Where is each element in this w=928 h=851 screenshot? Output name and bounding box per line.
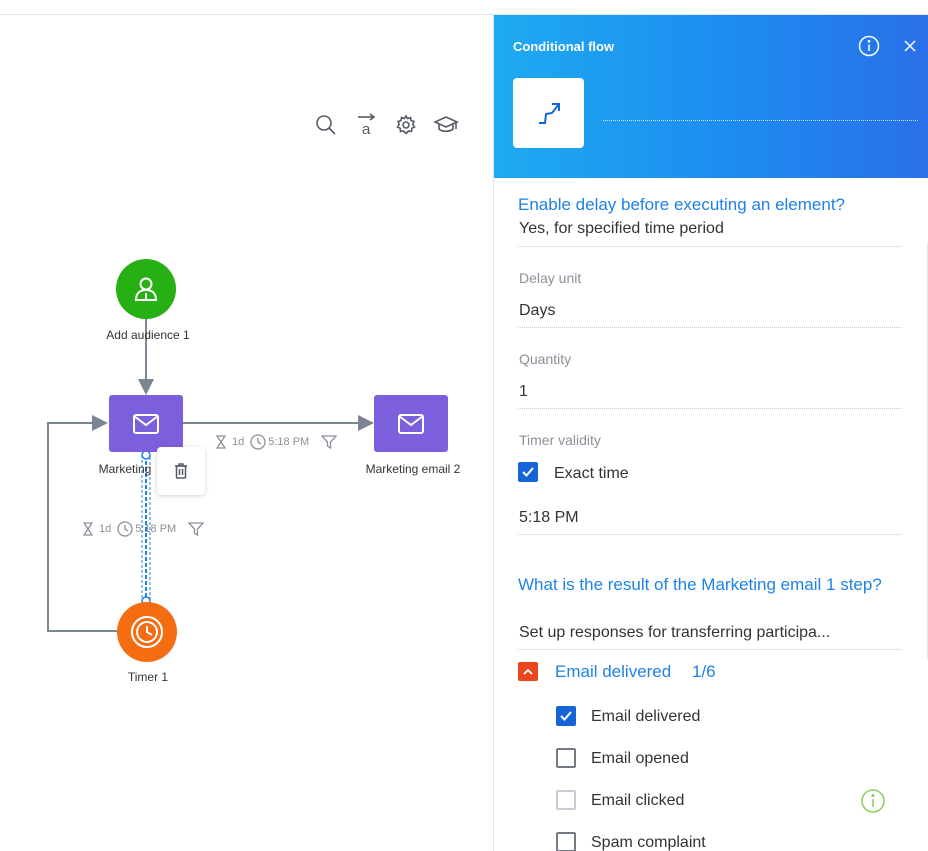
field-divider xyxy=(518,534,901,535)
timer-label: Timer 1 xyxy=(127,670,169,684)
chevron-up-icon xyxy=(523,668,533,675)
edge-delay-value: 1d xyxy=(99,523,112,535)
info-icon[interactable] xyxy=(858,35,880,57)
gear-icon[interactable] xyxy=(392,111,420,139)
field-divider xyxy=(518,327,901,328)
filter-icon xyxy=(321,435,338,449)
marketing-email-1-node[interactable] xyxy=(109,395,183,452)
quantity-input[interactable]: 1 xyxy=(519,383,528,400)
time-input[interactable]: 5:18 PM xyxy=(519,509,579,526)
flow-connectors xyxy=(47,317,374,632)
clock-small-icon xyxy=(250,434,266,450)
marketing-email-2-label: Marketing email 2 xyxy=(365,462,461,476)
hourglass-icon xyxy=(83,522,93,536)
clock-icon xyxy=(131,616,163,648)
responses-select[interactable]: Set up responses for transferring partic… xyxy=(519,624,831,641)
field-divider xyxy=(518,408,901,409)
sort-alpha-icon[interactable]: a xyxy=(352,111,380,139)
close-icon[interactable] xyxy=(899,35,921,57)
add-audience-label: Add audience 1 xyxy=(106,328,190,342)
response-checkbox-opened[interactable] xyxy=(556,748,576,768)
panel-title: Conditional flow xyxy=(513,39,615,54)
response-label-spam: Spam complaint xyxy=(591,834,706,851)
hourglass-icon xyxy=(216,435,226,449)
marketing-email-2-node[interactable] xyxy=(374,395,448,452)
edge-delay-info[interactable]: 1d 5:18 PM xyxy=(216,434,338,450)
timer-node[interactable] xyxy=(117,602,177,662)
result-question: What is the result of the Marketing emai… xyxy=(518,575,882,594)
response-checkbox-delivered[interactable] xyxy=(556,706,576,726)
delay-unit-label: Delay unit xyxy=(519,270,582,286)
edge-time-value: 5:18 PM xyxy=(135,523,177,535)
graduation-cap-icon[interactable] xyxy=(432,111,460,139)
element-icon-box xyxy=(513,78,584,148)
envelope-icon xyxy=(398,413,424,434)
audience-user-icon xyxy=(134,277,158,301)
envelope-icon xyxy=(133,413,159,434)
exact-time-checkbox[interactable] xyxy=(518,462,538,482)
element-name-field[interactable] xyxy=(603,120,918,121)
delay-unit-select[interactable]: Days xyxy=(519,302,556,319)
response-label-clicked: Email clicked xyxy=(591,792,685,809)
checkmark-icon xyxy=(560,711,572,721)
group-title[interactable]: Email delivered xyxy=(555,662,672,681)
response-checkbox-spam[interactable] xyxy=(556,832,576,851)
conditional-flow-arrow-icon xyxy=(538,103,560,124)
search-icon[interactable] xyxy=(312,111,340,139)
group-collapse-button[interactable] xyxy=(518,662,538,681)
filter-icon xyxy=(188,522,205,536)
edge-delay-value: 1d xyxy=(232,436,245,448)
field-divider xyxy=(518,246,901,247)
checkmark-icon xyxy=(522,467,534,477)
exact-time-label: Exact time xyxy=(554,465,629,482)
response-checkbox-clicked[interactable] xyxy=(556,790,576,810)
edge-delay-info[interactable]: 1d 5:18 PM xyxy=(83,521,205,537)
delay-option-select[interactable]: Yes, for specified time period xyxy=(519,220,724,237)
response-label-delivered: Email delivered xyxy=(591,708,701,725)
group-count: 1/6 xyxy=(692,662,716,681)
svg-text:a: a xyxy=(362,121,371,137)
properties-panel: Conditional flow Enable delay before exe… xyxy=(493,15,928,851)
field-divider xyxy=(518,649,901,650)
canvas-toolbar: a xyxy=(312,111,460,139)
clock-small-icon xyxy=(117,521,133,537)
top-bar xyxy=(0,0,928,15)
delay-question: Enable delay before executing an element… xyxy=(518,195,846,214)
edge-time-value: 5:18 PM xyxy=(268,436,310,448)
trash-icon xyxy=(175,463,187,479)
info-circle-green-icon[interactable] xyxy=(861,789,885,813)
marketing-email-1-label: Marketing xyxy=(98,462,152,476)
delete-connector-button[interactable] xyxy=(157,447,205,495)
add-audience-node[interactable] xyxy=(116,259,176,319)
quantity-label: Quantity xyxy=(519,351,572,367)
response-label-opened: Email opened xyxy=(591,750,689,767)
process-canvas[interactable]: a xyxy=(0,15,493,851)
timer-validity-label: Timer validity xyxy=(519,432,601,448)
panel-header: Conditional flow xyxy=(494,15,928,178)
